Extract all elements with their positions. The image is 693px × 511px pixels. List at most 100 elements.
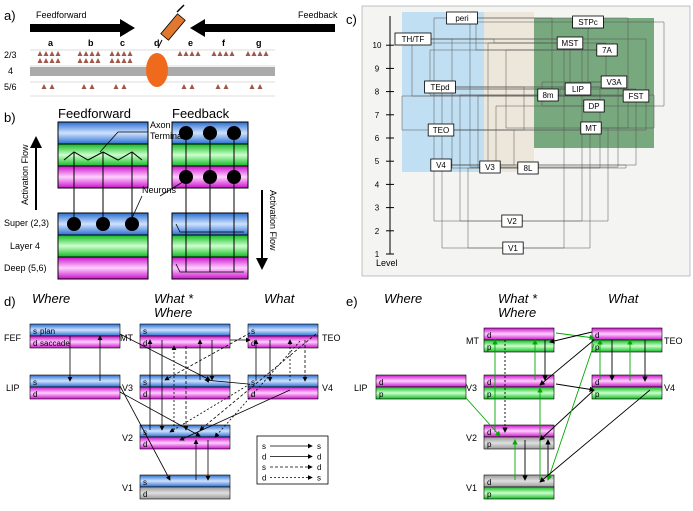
d-v4-super	[247, 374, 319, 388]
e-connection-arrow	[539, 389, 595, 441]
neuron-cone	[77, 51, 83, 56]
neuron-cone	[41, 84, 47, 89]
area-label: 8m	[542, 91, 553, 100]
area-label: TH/TF	[402, 35, 425, 44]
area-label: FST	[628, 92, 643, 101]
axis-tick-label: 6	[375, 134, 380, 143]
d-mt-name: MT	[120, 333, 133, 343]
axon-terminals-label-1: Axon	[150, 120, 171, 130]
d-connection-arrow	[119, 385, 171, 481]
feedback-title-a: Feedback	[298, 10, 338, 20]
e-mt-d-label: d	[487, 331, 491, 340]
layer-label-56: 5/6	[4, 82, 17, 92]
d-v1-deep	[139, 486, 231, 500]
area-box-8l	[517, 161, 539, 175]
e-v1-p-label: p	[487, 490, 492, 499]
neuron-cone	[43, 58, 49, 63]
d-teo-s-label: s	[251, 327, 255, 336]
d-lip-d-label: d	[33, 390, 37, 399]
e-connection-arrow	[539, 339, 595, 386]
area-box-stpc	[572, 15, 604, 29]
area-box-tepd	[424, 80, 456, 94]
e-v1-p	[483, 486, 555, 500]
e-v1-d-label: d	[487, 478, 491, 487]
neuron-cone	[49, 58, 55, 63]
area-box-lip	[564, 82, 592, 96]
area-label: V2	[507, 217, 517, 226]
area-label: LIP	[572, 85, 584, 94]
axis-tick-label: 7	[375, 111, 380, 120]
ff-lower-deep	[57, 256, 149, 280]
neuron-cone	[55, 58, 61, 63]
connection-line	[548, 94, 655, 129]
e-v3-p	[483, 386, 555, 400]
area-label: peri	[455, 14, 469, 23]
e-mt-p	[483, 339, 555, 353]
fb-terminals	[175, 223, 244, 233]
d-lip-s-label: s	[33, 378, 37, 387]
d-mt-super	[139, 323, 231, 337]
neuron-cone	[195, 51, 201, 56]
feedback-arrow-icon	[190, 19, 335, 37]
neuron-cone	[211, 51, 217, 56]
e-v1-name: V1	[466, 483, 477, 493]
area-box-mst	[556, 36, 584, 50]
axis-tick-label: 10	[373, 41, 382, 50]
d-fef-d-label: d	[33, 339, 37, 348]
syringe-icon	[157, 4, 186, 49]
d-connection-arrow	[199, 333, 317, 431]
area-label: V3A	[606, 78, 622, 87]
feedback-title-b: Feedback	[172, 106, 230, 121]
e-teo-d-label: d	[595, 331, 599, 340]
d-v1-s-label: s	[143, 478, 147, 487]
d-v4-d-label: d	[251, 390, 255, 399]
legend-from: s	[262, 463, 266, 472]
legend-to: d	[317, 453, 321, 462]
neuron-cone	[127, 58, 133, 63]
e-connection-arrow	[539, 389, 651, 483]
e-teo-name: TEO	[664, 336, 683, 346]
neuron-cone	[223, 84, 229, 89]
panel-d-label: d)	[4, 294, 16, 309]
d-fef-name: FEF	[4, 333, 22, 343]
d-v4-s-label: s	[251, 378, 255, 387]
d-fef-saccade: saccade	[40, 339, 70, 348]
e-col-whatwhere-2: Where	[498, 305, 536, 320]
column-letter-e: e	[188, 38, 193, 48]
e-v4-p-label: p	[595, 390, 600, 399]
neuron-cone	[121, 84, 127, 89]
e-connection-arrow	[549, 331, 593, 344]
e-v3-d	[483, 374, 555, 388]
area-box-thtf	[394, 32, 432, 46]
layer-super-label: Super (2,3)	[4, 218, 49, 228]
d-col-whatwhere-2: Where	[154, 305, 192, 320]
area-label: MT	[585, 124, 597, 133]
neuron-cone	[113, 84, 119, 89]
e-v2-name: V2	[466, 433, 477, 443]
axis-tick-label: 1	[375, 250, 380, 259]
axis-tick-label: 5	[375, 157, 380, 166]
axis-tick-label: 4	[375, 180, 380, 189]
neuron-cone	[181, 84, 187, 89]
d-lip-deep	[29, 386, 121, 400]
neuron-cone	[81, 84, 87, 89]
area-box-dp	[583, 99, 605, 113]
neuron-cone	[89, 84, 95, 89]
e-lip-p	[375, 386, 467, 400]
connection-line	[588, 21, 665, 107]
neuron-cone	[109, 58, 115, 63]
fb-terminals	[175, 263, 244, 273]
neuron-cone	[83, 58, 89, 63]
layer-4-label: Layer 4	[10, 241, 40, 251]
neurons-label-leader	[159, 179, 187, 197]
neuron-cone	[49, 84, 55, 89]
d-lip-name: LIP	[6, 383, 20, 393]
neuron-cone	[121, 58, 127, 63]
e-teo-p	[591, 339, 663, 353]
area-box-v3	[479, 160, 501, 174]
d-teo-deep	[247, 335, 319, 349]
area-box-v3a	[600, 75, 628, 89]
